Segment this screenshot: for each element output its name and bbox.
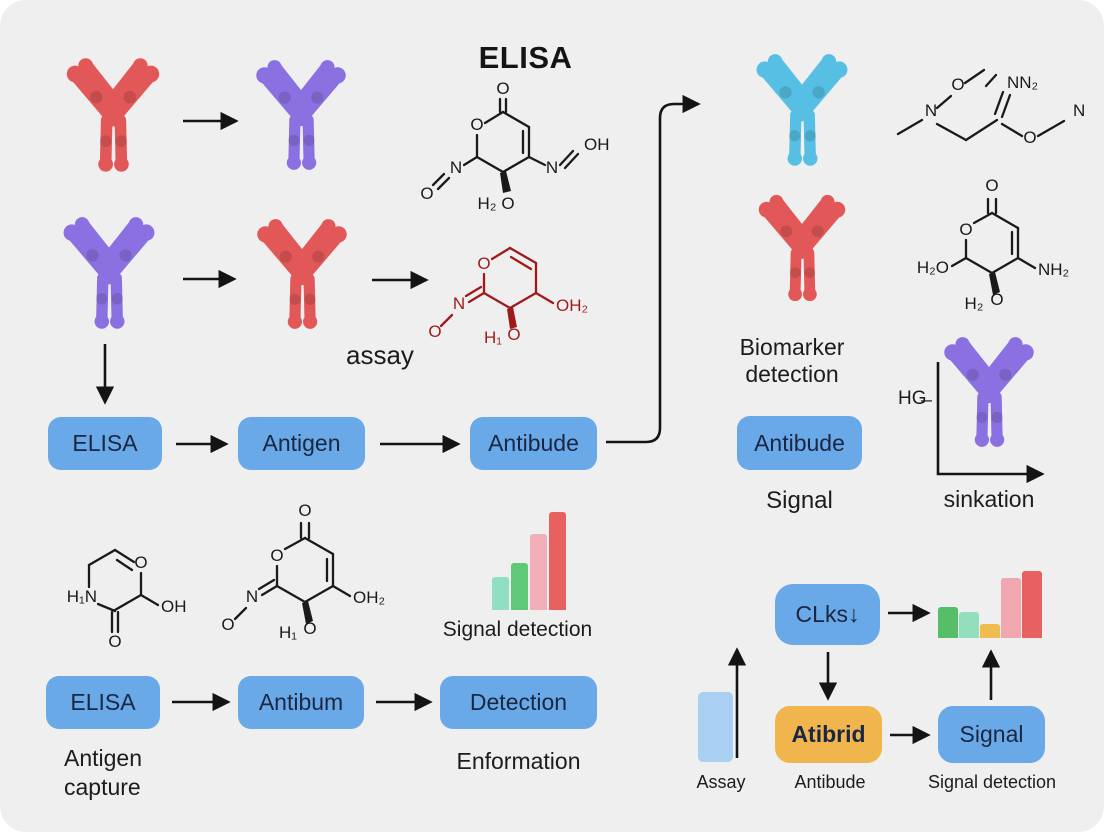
atom-label: H₁ [484,328,502,346]
atom-label: N [453,294,465,313]
atom-label: N [925,101,937,120]
flow-result-chart [938,571,1042,638]
page-title: ELISA [478,40,573,75]
chem-structure-top-center: O O N OH N O H₂ O [420,79,610,213]
antibody-red-icon [742,190,862,308]
antigen-capture-line2: capture [64,774,141,800]
atom-label: OH₂ [353,588,385,607]
axis-y-label: HG̶ [898,388,927,409]
sinkation-label: sinkation [943,486,1035,512]
assay-level-bar [698,692,733,762]
atom-label: N [546,158,558,177]
bar-0 [938,607,958,638]
chem-structure-center-red: O OH₂ N O H₁ O [428,246,588,346]
bar-3 [549,512,566,610]
chem-structure-top-right-a: N O NN₂ O N [896,68,1085,147]
biomarker-line2: detection [745,361,839,387]
atom-label: O [959,220,972,239]
wedge-bond [989,272,1000,295]
atom-label: O [298,501,311,520]
atom-label: OH [584,135,610,154]
signal-detection-chart [492,512,566,610]
bar-1 [511,563,528,610]
atom-label: H₂ [965,294,984,311]
antibody-red-icon [240,214,364,336]
atom-label: NH₂ [1038,260,1069,279]
atom-label: O [985,176,998,195]
atom-label: O [420,184,433,203]
atom-label: O [501,194,514,213]
atom-label: O [990,290,1003,309]
antibude-small-label: Antibude [794,772,866,792]
signal-detection-caption: Signal detection [442,618,593,641]
ring-bonds [233,521,352,621]
flow-node-antibude: Antibude [470,417,597,470]
assay-label: assay [346,340,414,370]
atom-label: N [246,587,258,606]
atom-label: O [134,553,147,572]
atom-label: O [1023,128,1036,147]
flow-node-antigen: Antigen [238,417,365,470]
wedge-bond [302,601,313,624]
atom-label: O [496,79,509,98]
atom-label: N [1073,101,1085,120]
bar-2 [530,534,547,610]
atom-label: H₁N [67,587,97,606]
assay-small-label: Assay [696,772,746,792]
bar-3 [1001,578,1021,638]
chain-bonds [896,68,1066,142]
antigen-capture-caption: Antigen capture [64,744,142,802]
chem-structure-bottom-left-b: O O OH₂ N O H₁ O [221,501,385,642]
atom-label: O [951,75,964,94]
bar-1 [959,612,979,638]
atom-label: O [108,632,121,651]
flow-node-atibrid: Atibrid [775,706,882,763]
biomarker-line1: Biomarker [739,334,845,360]
atom-label: O [428,322,441,341]
atom-label: H₂O [917,258,949,277]
antibody-cyan-icon [740,48,864,174]
atom-label: O [507,325,520,344]
ring-bonds [950,197,1037,275]
bar-0 [698,692,733,762]
signal-caption: Signal [766,487,833,514]
flow-node-detection: Detection [440,676,597,729]
antibody-red-icon [50,52,176,180]
ring-bonds [431,97,580,191]
flow-node-signal: Signal [938,706,1045,763]
atom-label: O [470,115,483,134]
ring-bonds [439,246,555,328]
atom-label: N [450,158,462,177]
flow-node-clks: CLks↓ [775,584,880,645]
signal-detection-small-label: Signal detection [927,772,1057,792]
ring-bonds [87,548,160,634]
atom-label: O [477,254,490,273]
bar-0 [492,577,509,610]
antibody-purple-icon [240,54,362,178]
atom-label: OH₂ [556,296,588,315]
wedge-bond [500,171,511,193]
wedge-bond [507,307,517,329]
flow-node-elisa-bottom: ELISA [46,676,160,729]
atom-label: O [303,619,316,638]
biomarker-detection-caption: Biomarker detection [712,334,872,388]
chem-structure-top-right-b: O O H₂O NH₂ H₂ O [917,176,1069,311]
enformation-caption: Enformation [456,748,581,774]
atom-label: O [270,546,283,565]
chem-structure-bottom-left-a: H₁N O OH O [67,548,187,651]
atom-label: OH [161,597,187,616]
flow-node-elisa: ELISA [48,417,162,470]
bar-2 [980,624,1000,638]
flow-node-antibum: Antibum [238,676,364,729]
atom-label: H₁ [279,623,297,642]
antibody-purple-sinkation-icon [928,332,1050,454]
atom-label: O [221,615,234,634]
bar-4 [1022,571,1042,638]
antibody-purple-icon [46,212,172,336]
antigen-capture-line1: Antigen [64,745,143,771]
atom-label: H₂ [478,194,497,213]
flow-node-antibude-right: Antibude [737,416,862,470]
atom-label: NN₂ [1007,73,1038,92]
